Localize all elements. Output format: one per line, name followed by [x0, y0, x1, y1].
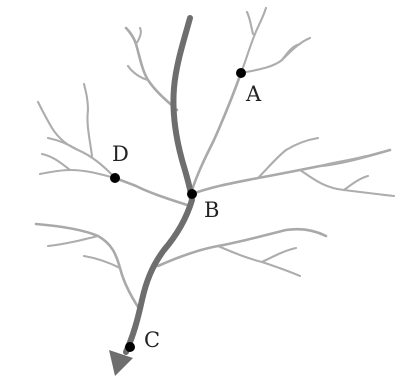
- point-d-marker: [110, 173, 120, 183]
- main-river-channel: [123, 15, 195, 355]
- point-c-marker: [125, 342, 135, 352]
- point-c-label: C: [144, 328, 160, 352]
- point-a-label: A: [245, 82, 262, 106]
- point-b-label: B: [204, 198, 219, 222]
- tributary-a: [190, 6, 312, 192]
- flow-direction-arrow: [109, 350, 133, 376]
- point-b-marker: [187, 189, 197, 199]
- tributary-southeast: [156, 227, 328, 278]
- tributary-upper-left: [124, 26, 179, 112]
- point-a-marker: [236, 68, 246, 78]
- point-d-label: D: [112, 142, 129, 166]
- tributary-east: [190, 136, 396, 198]
- tributary-d: [36, 82, 192, 208]
- tributary-southwest: [34, 222, 142, 312]
